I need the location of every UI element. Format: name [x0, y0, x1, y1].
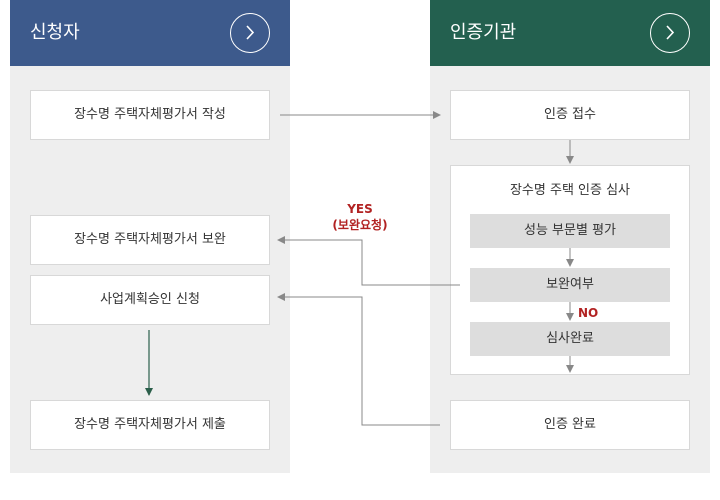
- step-certification-complete: 인증 완료: [450, 400, 690, 450]
- step-write-self-evaluation-label: 장수명 주택자체평가서 작성: [74, 107, 226, 122]
- step-business-plan-application: 사업계획승인 신청: [30, 275, 270, 325]
- applicant-expand-button[interactable]: [230, 13, 270, 53]
- chevron-right-icon: [666, 25, 675, 40]
- agency-title: 인증기관: [450, 22, 517, 43]
- yes-label-subtext: (보완요청): [332, 218, 388, 232]
- applicant-header: 신청자: [10, 0, 290, 66]
- certification-review-title: 장수명 주택 인증 심사: [509, 183, 631, 198]
- agency-expand-button[interactable]: [650, 13, 690, 53]
- step-write-self-evaluation: 장수명 주택자체평가서 작성: [30, 90, 270, 140]
- arrow-yes-revision-request: [277, 236, 460, 286]
- no-label: NO: [578, 306, 599, 320]
- step-review-complete: 심사완료: [470, 322, 670, 356]
- step-business-plan-application-label: 사업계획승인 신청: [100, 292, 200, 307]
- step-certification-receipt-label: 인증 접수: [544, 107, 596, 122]
- step-review-complete-label: 심사완료: [546, 331, 594, 346]
- step-submit-self-evaluation: 장수명 주택자체평가서 제출: [30, 400, 270, 450]
- arrow-complete-to-business-plan: [277, 293, 440, 426]
- step-submit-self-evaluation-label: 장수명 주택자체평가서 제출: [74, 417, 226, 432]
- step-performance-evaluation-label: 성능 부문별 평가: [524, 223, 616, 238]
- yes-label-text: YES: [347, 202, 373, 216]
- agency-header: 인증기관: [430, 0, 710, 66]
- step-revision-decision: 보완여부: [470, 268, 670, 302]
- step-performance-evaluation: 성능 부문별 평가: [470, 214, 670, 248]
- applicant-title: 신청자: [30, 22, 80, 43]
- agency-panel: 인증기관 인증 접수 장수명 주택 인증 심사 성능 부문별 평가 보완여부 심…: [430, 0, 710, 473]
- step-certification-receipt: 인증 접수: [450, 90, 690, 140]
- step-revise-self-evaluation: 장수명 주택자체평가서 보완: [30, 215, 270, 265]
- applicant-panel: 신청자 장수명 주택자체평가서 작성 장수명 주택자체평가서 보완 사업계획승인…: [10, 0, 290, 473]
- step-certification-complete-label: 인증 완료: [544, 417, 596, 432]
- yes-label: YES (보완요청): [320, 201, 400, 233]
- chevron-right-icon: [246, 25, 255, 40]
- step-revision-decision-label: 보완여부: [546, 277, 594, 292]
- step-revise-self-evaluation-label: 장수명 주택자체평가서 보완: [74, 232, 226, 247]
